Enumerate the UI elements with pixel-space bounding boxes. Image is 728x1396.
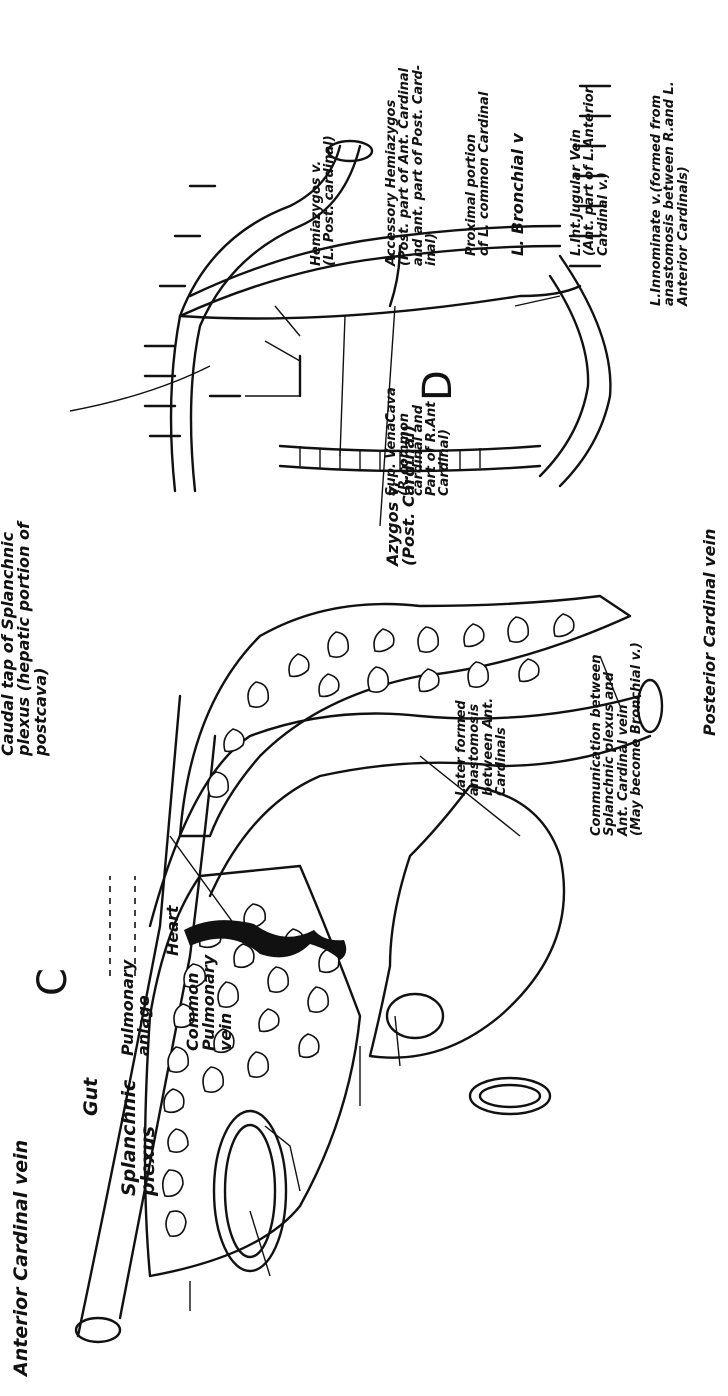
posterior-cardinal-vein-wall-top bbox=[150, 696, 640, 926]
posterior-loop-inner bbox=[540, 276, 588, 476]
leader-accessory-hemiazygos bbox=[340, 316, 345, 456]
label-caudal-tap: Caudal tap of Splanchnic plexus (hepatic… bbox=[0, 522, 49, 756]
label-heart: Heart bbox=[165, 905, 181, 956]
panel-c-letter: C bbox=[30, 968, 76, 996]
leader-bronchial bbox=[265, 341, 300, 361]
panel-d-drawing bbox=[70, 86, 610, 526]
intercostal-branches bbox=[145, 86, 610, 436]
label-pulmonary-anlage: Pulmonary anlage bbox=[120, 960, 153, 1056]
heart-outline bbox=[370, 786, 564, 1058]
leader-proximal bbox=[275, 306, 300, 336]
leader-hemiazygos bbox=[515, 296, 560, 306]
heart-vessel-lumen bbox=[480, 1085, 540, 1107]
leader-innominate bbox=[70, 366, 210, 411]
label-posterior-cardinal-vein: Posterior Cardinal vein bbox=[702, 529, 718, 736]
azygos-left-wall bbox=[180, 246, 560, 316]
label-innominate: L.Innominate v.(formed from anastomosis … bbox=[650, 81, 690, 306]
gut-lumen bbox=[225, 1125, 275, 1257]
label-azygos: Azygos v. (Post. Cardinal) bbox=[385, 425, 418, 566]
label-splanchnic-plexus: Splanchnic plexus bbox=[120, 1080, 159, 1196]
label-communication: Communication between Splanchnic plexus … bbox=[590, 642, 643, 836]
label-anterior-cardinal-vein: Anterior Cardinal vein bbox=[12, 1140, 31, 1376]
caudal-plexus-mesh bbox=[208, 614, 574, 797]
label-bronchial: L. Bronchial v bbox=[510, 133, 526, 256]
anterior-cardinal-vein-cut-end bbox=[76, 1318, 120, 1342]
label-proximal-portion: Proximal portion of L. common Cardinal bbox=[465, 92, 492, 256]
label-gut: Gut bbox=[82, 1078, 101, 1116]
posterior-cardinal-vein-wall-bottom bbox=[210, 736, 650, 896]
label-later-formed-anastomosis: Later formed anastomosis between Ant. Ca… bbox=[455, 698, 508, 796]
label-hemiazygos: Hemiazygos v. (L. Post. cardinal) bbox=[310, 135, 337, 266]
label-accessory-hemiazygos: Accessory Hemiazygos (Post. part of Ant.… bbox=[385, 65, 438, 266]
label-int-jugular: L.Int.Jugular Vein (Ant. part of L.Anter… bbox=[570, 87, 610, 256]
panel-c-drawing bbox=[76, 596, 662, 1342]
label-common-pulmonary-vein: Common Pulmonary vein bbox=[185, 955, 234, 1051]
heart-vessel-cut bbox=[470, 1078, 550, 1114]
